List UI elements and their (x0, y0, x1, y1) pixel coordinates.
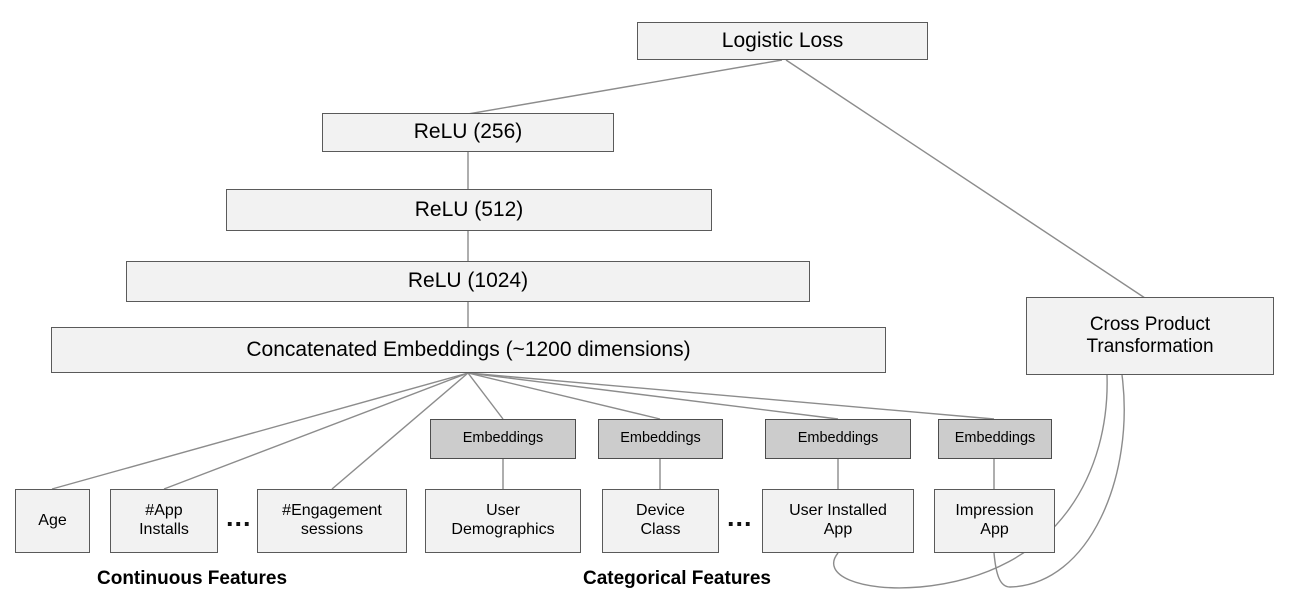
ellipsis-categorical-features: ... (727, 502, 753, 532)
node-concatenated-embeddings-label: Concatenated Embeddings (~1200 dimension… (246, 337, 691, 361)
node-embeddings-user-demographics[interactable]: Embeddings (430, 419, 576, 459)
feature-box-label: User Demographics (451, 502, 555, 538)
feature-box-label: Device Class (636, 502, 685, 538)
edge-concat-to-emb-4 (467, 372, 995, 420)
edge-concat-to-age (51, 372, 469, 490)
node-relu-512-label: ReLU (512) (414, 197, 524, 221)
feature-box-label: #App Installs (139, 502, 189, 538)
edge-loss-to-relu256 (467, 59, 783, 115)
node-embeddings-label: Embeddings (620, 430, 701, 447)
feature-box-user-installed-app[interactable]: User Installed App (762, 489, 914, 553)
node-cross-product-transformation-label: Cross Product Transformation (1086, 313, 1214, 357)
feature-box-label: #Engagement sessions (282, 502, 382, 538)
edge-crossproduct-to-user-installed-app (832, 374, 1108, 589)
feature-box-impression-app[interactable]: Impression App (934, 489, 1055, 553)
node-logistic-loss-label: Logistic Loss (721, 28, 844, 52)
node-relu-1024-label: ReLU (1024) (407, 269, 529, 293)
node-relu-256[interactable]: ReLU (256) (322, 113, 614, 152)
edge-concat-to-emb-1 (467, 372, 504, 420)
node-embeddings-device-class[interactable]: Embeddings (598, 419, 723, 459)
caption-continuous-features: Continuous Features (97, 568, 288, 589)
edge-loss-to-crossproduct (785, 59, 1149, 301)
ellipsis-continuous-features: ... (226, 502, 252, 532)
node-relu-512[interactable]: ReLU (512) (226, 189, 712, 231)
node-embeddings-user-installed-app[interactable]: Embeddings (765, 419, 911, 459)
node-logistic-loss[interactable]: Logistic Loss (637, 22, 928, 60)
node-concatenated-embeddings[interactable]: Concatenated Embeddings (~1200 dimension… (51, 327, 886, 373)
edge-crossproduct-to-impression-app (993, 374, 1125, 588)
feature-box-device-class[interactable]: Device Class (602, 489, 719, 553)
node-relu-1024[interactable]: ReLU (1024) (126, 261, 810, 302)
node-embeddings-label: Embeddings (797, 430, 879, 447)
feature-box-label: Impression App (955, 502, 1034, 538)
node-relu-256-label: ReLU (256) (413, 120, 523, 144)
node-cross-product-transformation[interactable]: Cross Product Transformation (1026, 297, 1274, 375)
caption-categorical-features: Categorical Features (583, 568, 771, 589)
feature-box-age[interactable]: Age (15, 489, 90, 553)
node-embeddings-label: Embeddings (954, 430, 1036, 447)
node-embeddings-label: Embeddings (462, 430, 544, 447)
feature-box-engagement-sessions[interactable]: #Engagement sessions (257, 489, 407, 553)
edge-concat-to-emb-3 (467, 372, 839, 420)
feature-box-label: Age (38, 511, 67, 529)
node-embeddings-impression-app[interactable]: Embeddings (938, 419, 1052, 459)
feature-box-user-demographics[interactable]: User Demographics (425, 489, 581, 553)
feature-box-label: User Installed App (789, 502, 887, 538)
edge-concat-to-emb-2 (467, 372, 661, 420)
edge-concat-to-app-installs (163, 372, 469, 490)
feature-box-app-installs[interactable]: #App Installs (110, 489, 218, 553)
